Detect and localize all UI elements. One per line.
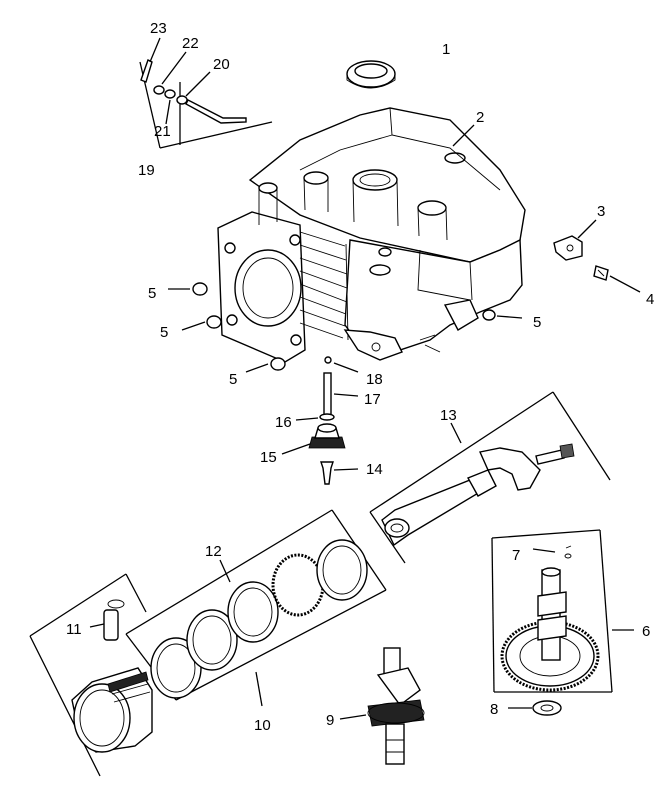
callout-11: 11 [66,621,82,638]
callout-18: 18 [366,371,383,388]
callout-23: 23 [150,20,167,37]
oil-seal-part [346,60,396,89]
callout-1: 1 [442,41,450,58]
callout-4: 4 [646,291,654,308]
piston-ring-set [125,509,387,701]
callout-5: 5 [533,314,541,331]
bracket-part [553,235,583,261]
callout-3: 3 [597,203,605,220]
connecting-rod-assembly [369,391,611,564]
callout-17: 17 [364,391,381,408]
callout-20: 20 [213,56,230,73]
callout-8: 8 [490,701,498,718]
callout-14: 14 [366,461,383,478]
callout-5: 5 [160,324,168,341]
callout-19: 19 [138,162,155,179]
screw-part [593,265,609,281]
breather-tube-assembly [139,59,273,149]
camshaft-assembly [491,529,613,693]
callout-2: 2 [476,109,484,126]
callout-13: 13 [440,407,457,424]
piston-assembly [29,573,153,777]
callout-12: 12 [205,543,222,560]
callout-7: 7 [512,547,520,564]
callout-10: 10 [254,717,271,734]
callout-labels: 1 2 3 4 5 5 5 5 6 7 8 9 10 11 12 13 14 1… [66,20,654,734]
callout-16: 16 [275,414,292,431]
governor-gear-assembly [308,356,346,485]
callout-6: 6 [642,623,650,640]
callout-9: 9 [326,712,334,729]
callout-15: 15 [260,449,277,466]
crankcase-block-part [217,107,526,363]
thrust-washer-part [532,700,562,716]
callout-5: 5 [148,285,156,302]
crankshaft-part [367,647,425,765]
callout-22: 22 [182,35,199,52]
callout-5: 5 [229,371,237,388]
callout-21: 21 [154,123,171,140]
plug-part [192,282,496,371]
